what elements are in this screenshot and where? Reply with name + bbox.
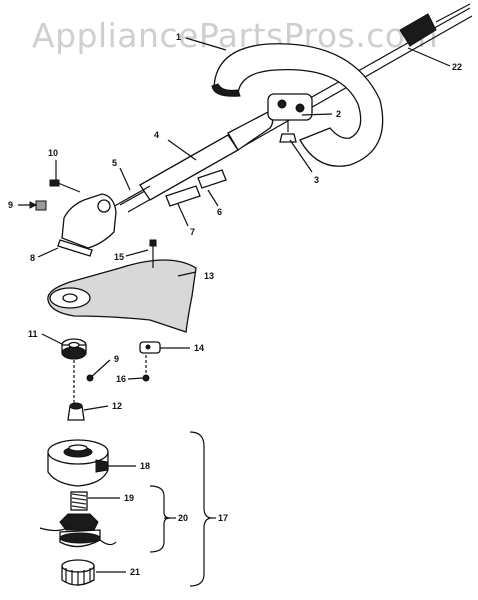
callout-7: 7: [190, 227, 195, 237]
spool-20: [39, 513, 117, 548]
callout-1: 1: [176, 32, 181, 42]
callout-9-bottom: 9: [114, 354, 119, 364]
loop-handle: [211, 43, 384, 167]
screw-10: [49, 179, 81, 193]
callout-21: 21: [130, 567, 140, 577]
callout-13: 13: [204, 271, 214, 281]
callout-labels: 1 2 3 4 5 6 7 8 9 10 11 12 13 14 15 16 1…: [8, 32, 462, 577]
screw-15: [149, 239, 157, 268]
clip-14: [139, 341, 161, 354]
watermark-text: AppliancePartsPros.com: [32, 16, 439, 55]
spacer-parts: [165, 169, 227, 207]
spool-housing: [47, 439, 109, 487]
callout-2: 2: [336, 109, 341, 119]
callout-16: 16: [116, 374, 126, 384]
knob-21: [61, 559, 95, 586]
callout-10: 10: [48, 148, 58, 158]
gear-housing: [57, 193, 117, 257]
spring-19: [70, 491, 88, 511]
callout-20: 20: [178, 513, 188, 523]
callout-9-top: 9: [8, 200, 13, 210]
callout-15: 15: [114, 252, 124, 262]
callout-19: 19: [124, 493, 134, 503]
callout-8: 8: [30, 253, 35, 263]
handle-clamp: [267, 93, 313, 143]
callout-6: 6: [217, 207, 222, 217]
leader-lines: [37, 37, 451, 573]
callout-18: 18: [140, 461, 150, 471]
callout-5: 5: [112, 158, 117, 168]
callout-14: 14: [194, 343, 204, 353]
guard-shield: [47, 259, 197, 333]
arbor-12: [67, 402, 85, 421]
callout-22: 22: [452, 62, 462, 72]
bracket-17: [189, 431, 213, 587]
bearing-11: [61, 338, 87, 360]
callout-17: 17: [218, 513, 228, 523]
nut-9-top: [18, 200, 47, 211]
callout-12: 12: [112, 401, 122, 411]
callout-3: 3: [314, 175, 319, 185]
callout-4: 4: [154, 130, 159, 140]
callout-11: 11: [28, 329, 38, 339]
bracket-20: [149, 485, 171, 553]
